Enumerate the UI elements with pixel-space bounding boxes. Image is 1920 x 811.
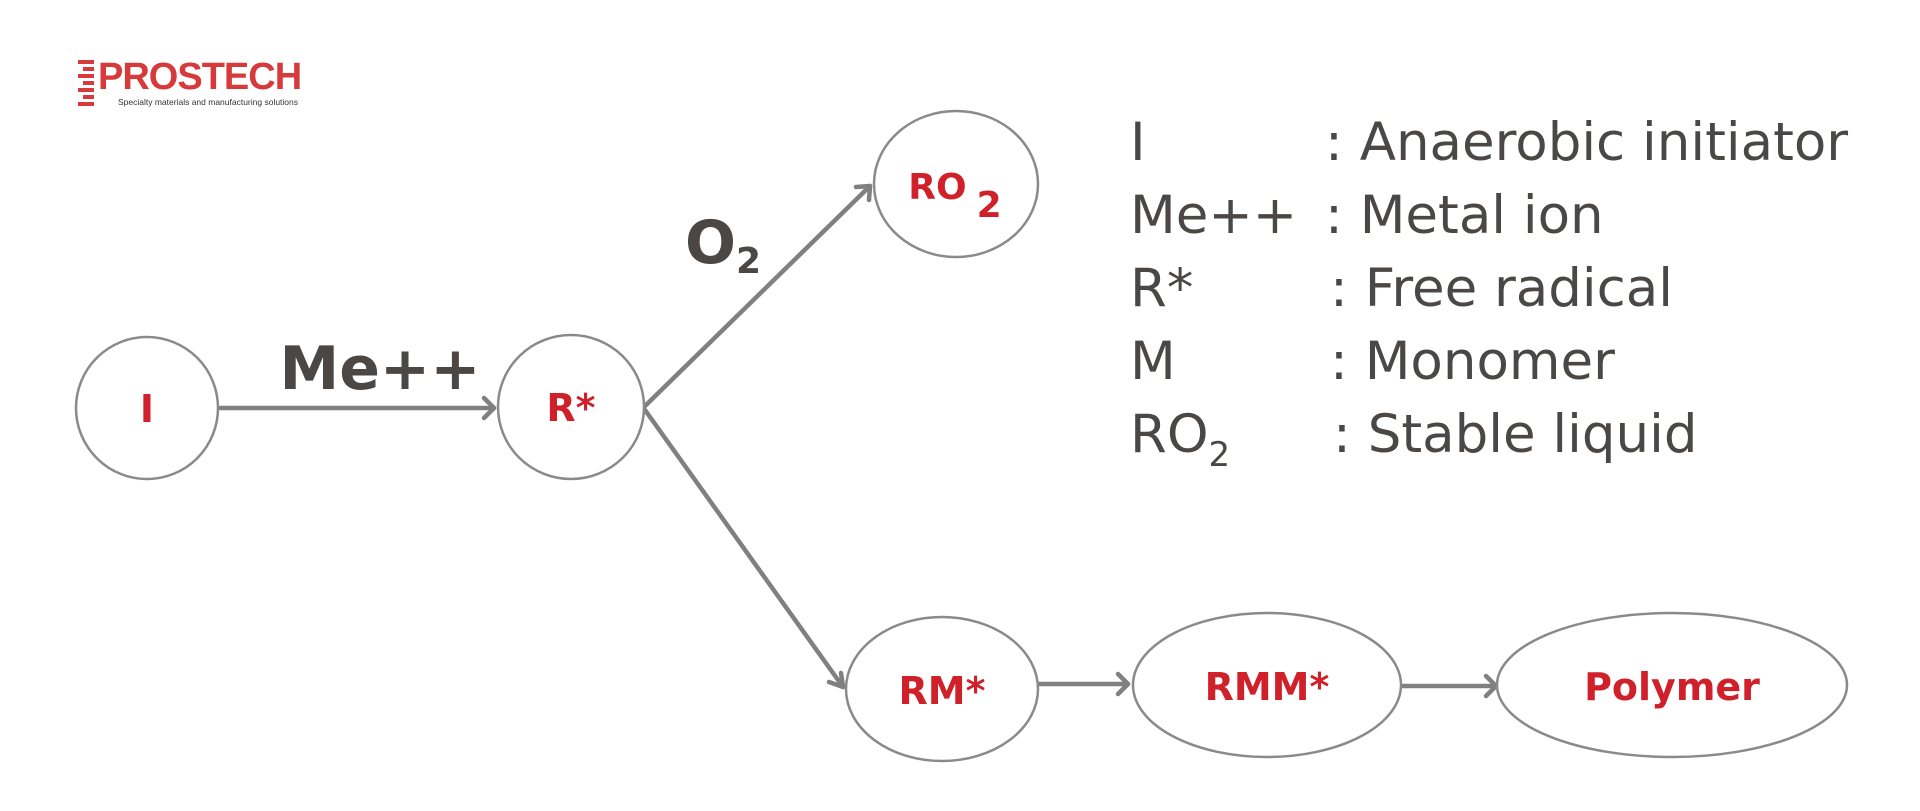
node-initiator-label: I bbox=[140, 387, 154, 431]
arrow-head-icon bbox=[1115, 671, 1131, 697]
node-ro2-base: RO bbox=[908, 167, 966, 208]
node-ro2 bbox=[872, 109, 1040, 259]
prostech-logo: PROSTECH Specialty materials and manufac… bbox=[78, 55, 338, 115]
node-ro2-label: RO 2 bbox=[908, 167, 1001, 226]
legend-definition-initiator: : Anaerobic initiator bbox=[1325, 112, 1848, 173]
legend-ro2-subscript: 2 bbox=[1209, 435, 1231, 475]
legend-definition-ro2: : Stable liquid bbox=[1333, 404, 1697, 465]
legend-symbol-ro2: RO2 bbox=[1130, 404, 1230, 475]
arrow-head-icon bbox=[826, 670, 846, 690]
logo-tagline: Specialty materials and manufacturing so… bbox=[118, 97, 299, 107]
node-rm-label: RM* bbox=[899, 669, 986, 713]
edge-r-to-rm bbox=[642, 407, 846, 690]
logo-mark-icon bbox=[78, 60, 94, 106]
legend-definition-free-radical: : Free radical bbox=[1330, 258, 1673, 319]
node-ro2-subscript: 2 bbox=[977, 185, 1002, 226]
legend-symbol-initiator: I bbox=[1130, 112, 1146, 173]
legend-symbol-metal-ion: Me++ bbox=[1130, 185, 1297, 246]
legend-ro2-base: RO bbox=[1130, 404, 1209, 465]
node-polymer-label: Polymer bbox=[1584, 665, 1760, 709]
legend-definition-monomer: : Monomer bbox=[1330, 331, 1615, 392]
node-rm bbox=[844, 615, 1040, 763]
legend-definition-metal-ion: : Metal ion bbox=[1325, 185, 1604, 246]
arrow-head-icon bbox=[481, 395, 497, 421]
node-initiator bbox=[74, 335, 220, 481]
node-rmm bbox=[1131, 611, 1403, 759]
edge-label-oxygen: O2 bbox=[685, 208, 761, 282]
edge-r-to-ro2 bbox=[642, 183, 873, 409]
arrow-head-icon bbox=[853, 183, 873, 203]
legend-symbol-monomer: M bbox=[1130, 331, 1176, 392]
node-free-radical-label: R* bbox=[546, 386, 595, 430]
legend: I : Anaerobic initiator Me++ : Metal ion… bbox=[1130, 112, 1848, 475]
edge-label-metal-ion: Me++ bbox=[280, 334, 481, 404]
logo-name: PROSTECH bbox=[98, 56, 302, 98]
node-rmm-label: RMM* bbox=[1205, 665, 1330, 709]
legend-symbol-free-radical: R* bbox=[1130, 258, 1193, 319]
node-polymer bbox=[1495, 611, 1849, 759]
oxygen-base: O bbox=[685, 208, 736, 278]
oxygen-subscript: 2 bbox=[736, 241, 761, 282]
node-free-radical bbox=[496, 333, 646, 481]
